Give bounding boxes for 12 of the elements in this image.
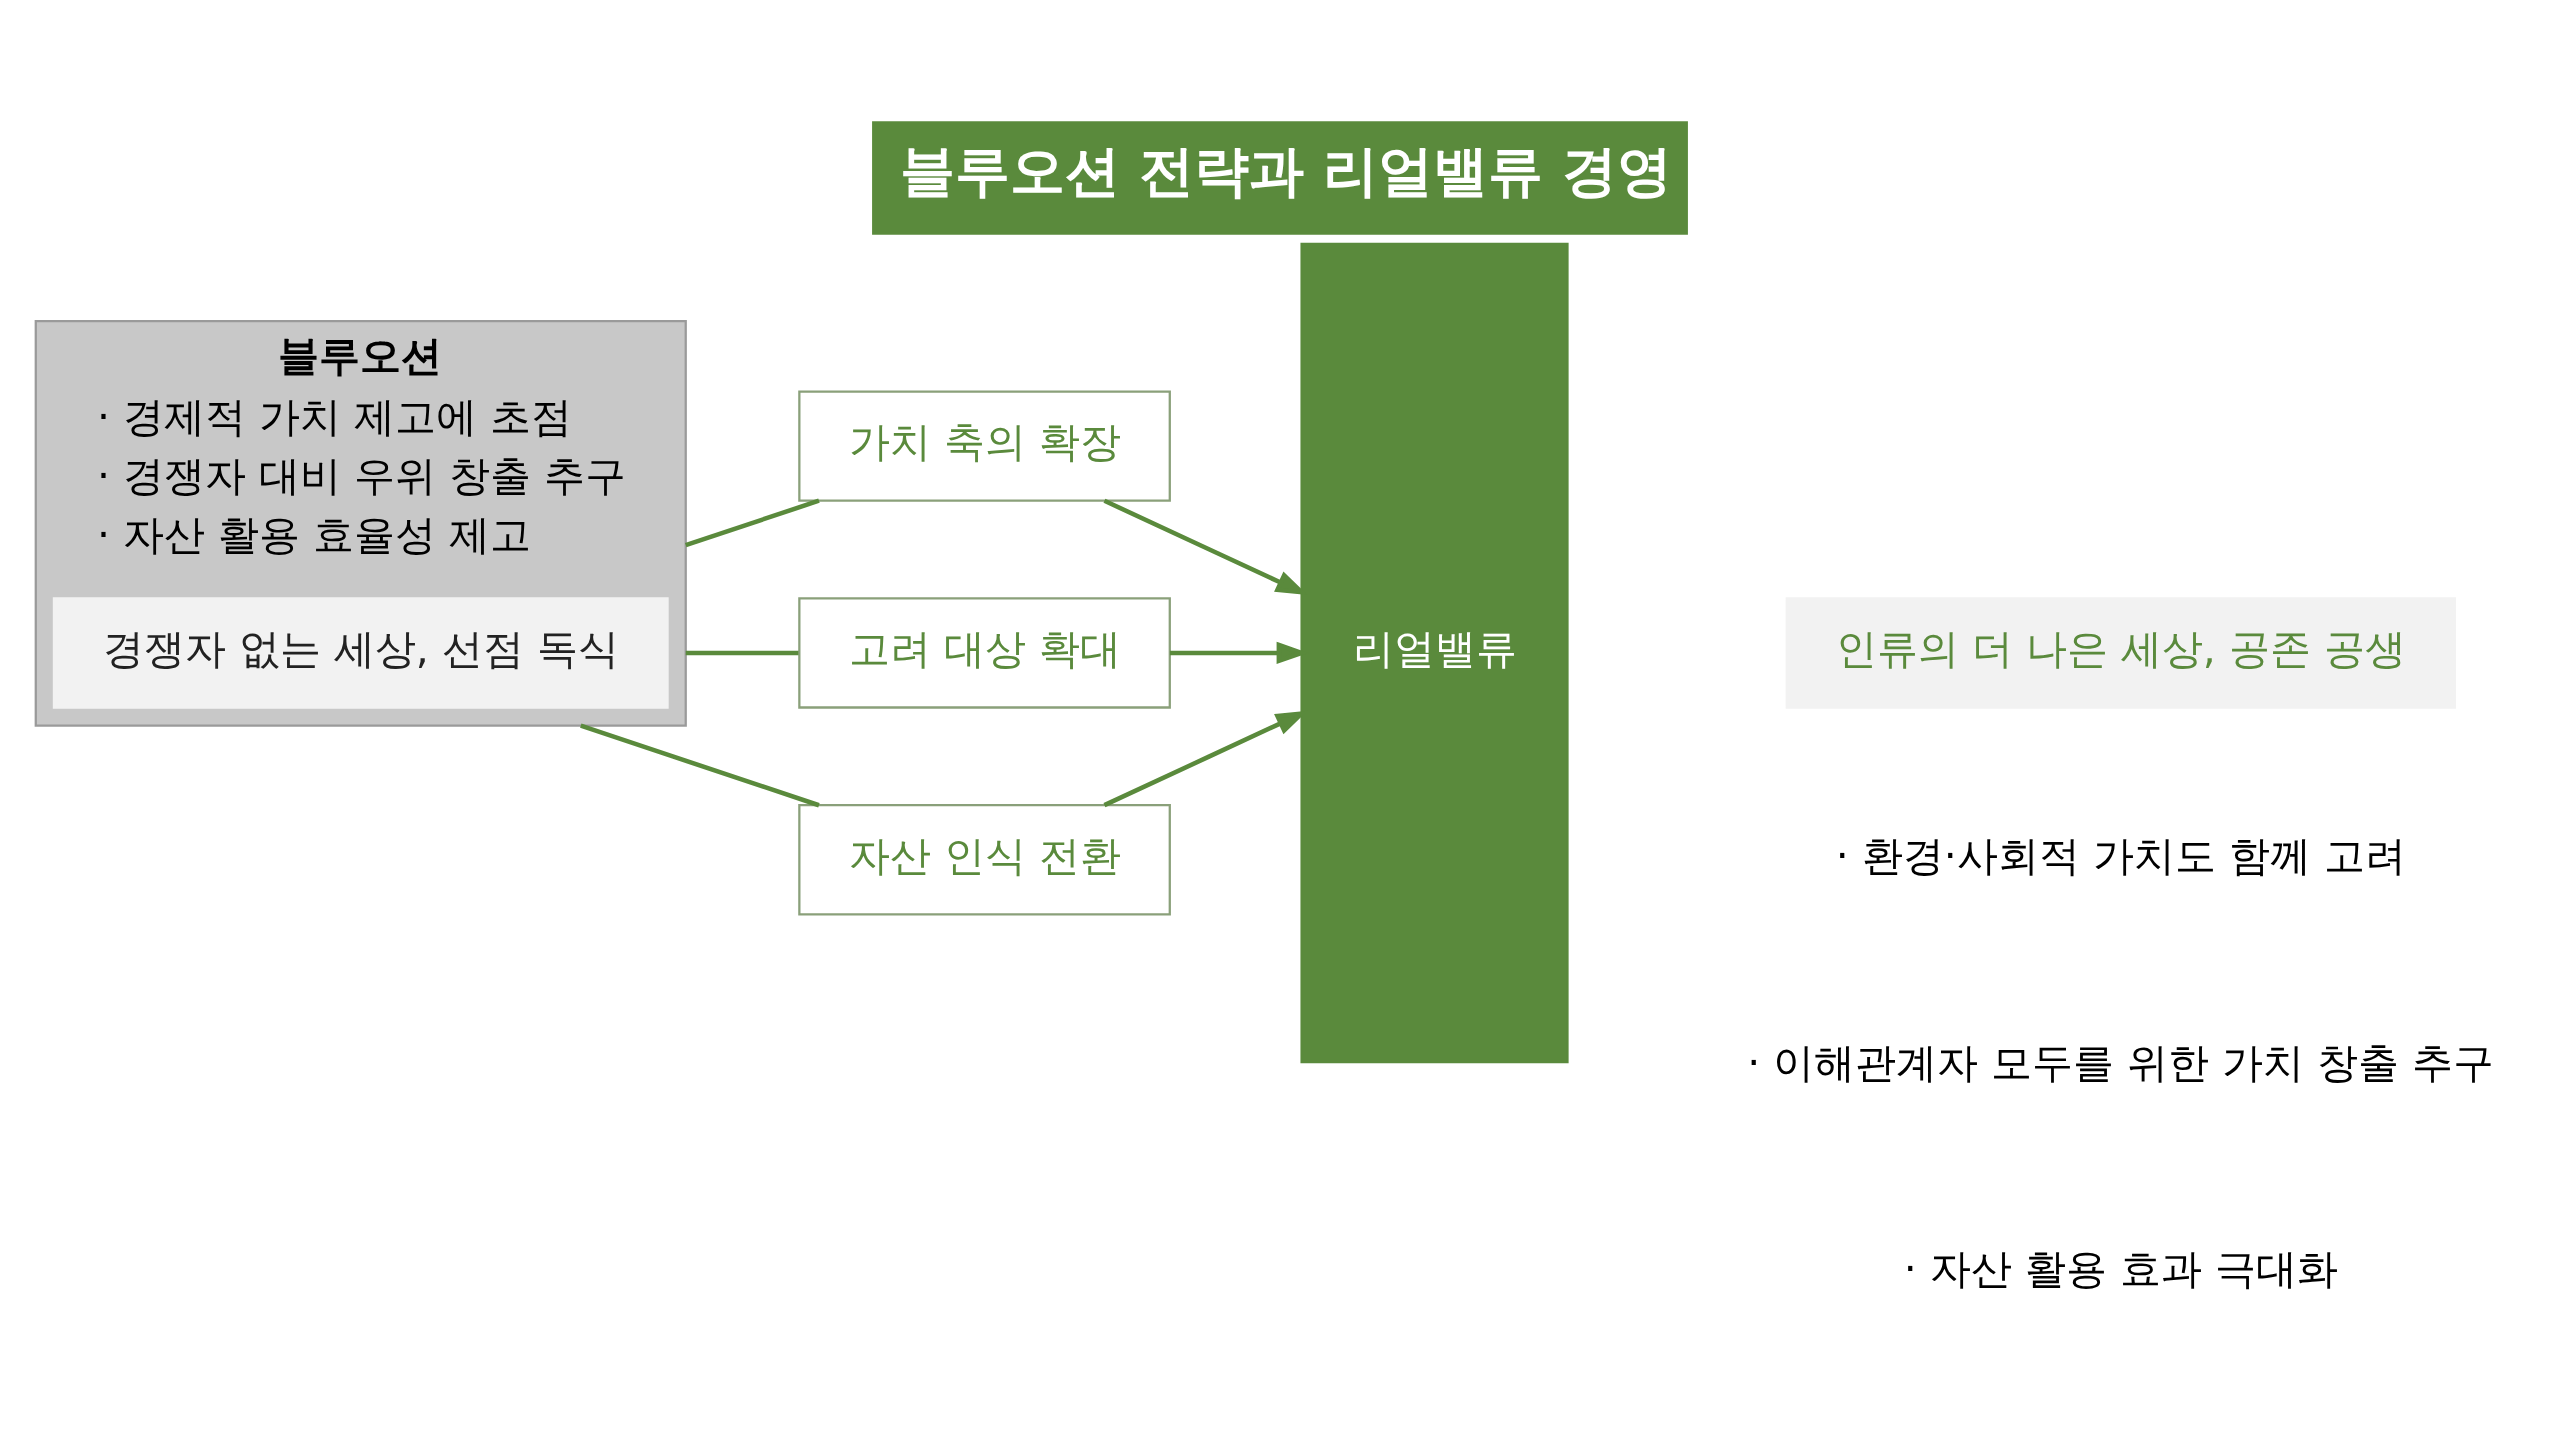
node-box: 리얼밸류 (1300, 242, 1569, 1064)
connector (685, 498, 820, 548)
label: · 자산 활용 효과 극대화 (1903, 1245, 2338, 1294)
diagram-title: 블루오션 전략과 리얼밸류 경영 (900, 138, 1673, 203)
connector (580, 723, 820, 808)
node-box: 자산 인식 전환 (798, 804, 1171, 916)
label: · 이해관계자 모두를 위한 가치 창출 추구 (1747, 1038, 2495, 1087)
label: · 환경·사회적 가치도 함께 고려 (1835, 831, 2406, 880)
node-box: 고려 대상 확대 (798, 597, 1171, 709)
node-box: 경쟁자 없는 세상, 선점 독식 (52, 597, 669, 709)
connector (685, 650, 799, 656)
node-box: 가치 축의 확장 (798, 390, 1171, 502)
